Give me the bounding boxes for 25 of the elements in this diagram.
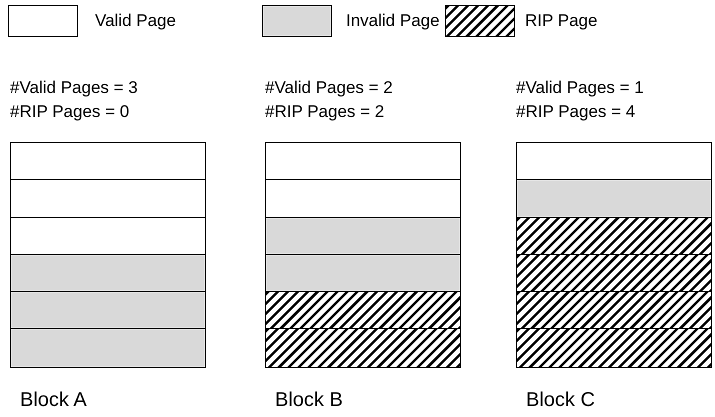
page-count: #RIP Pages = 2 [265, 102, 384, 122]
block-label: Block B [275, 389, 343, 412]
hatched-page-row [517, 218, 711, 255]
legend-label: Invalid Page [346, 11, 440, 31]
hatched-page-row [517, 254, 711, 292]
legend-label: RIP Page [525, 11, 598, 31]
block-label: Block C [526, 389, 595, 412]
page-count: #Valid Pages = 2 [265, 78, 393, 98]
blank-page-row [11, 218, 205, 255]
shaded-page-row [11, 254, 205, 292]
page-count: #Valid Pages = 1 [516, 78, 644, 98]
page-count: #Valid Pages = 3 [10, 78, 138, 98]
hatched-page-row [517, 329, 711, 367]
shaded-page-row [11, 329, 205, 367]
block-label: Block A [20, 389, 87, 412]
shaded-page-row [266, 254, 460, 292]
shaded-page-row [266, 218, 460, 255]
hatched-page-row [517, 292, 711, 330]
shaded-page-row [11, 292, 205, 330]
hatched-page-row [266, 329, 460, 367]
shaded-page-row [517, 180, 711, 218]
page-count: #RIP Pages = 4 [516, 102, 636, 122]
page-count: #RIP Pages = 0 [10, 102, 130, 122]
legend-label: Valid Page [95, 11, 176, 31]
hatched-page-row [266, 292, 460, 330]
